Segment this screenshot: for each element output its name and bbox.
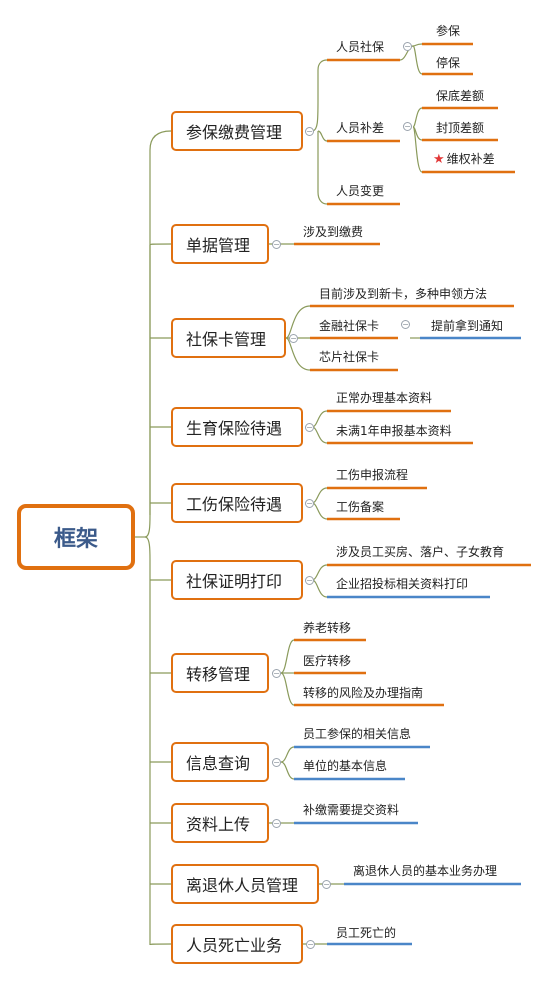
branch-label: 单据管理 (186, 236, 251, 255)
node-label: 未满1年申报基本资料 (336, 424, 452, 438)
branch-node-certificate-print[interactable]: 社保证明打印 (171, 560, 303, 600)
branch-label: 人员死亡业务 (186, 936, 283, 955)
node-label: 离退休人员的基本业务办理 (353, 864, 498, 878)
node-employee-info[interactable]: 员工参保的相关信息 (303, 727, 411, 741)
node-employee-death[interactable]: 员工死亡的 (336, 926, 396, 940)
node-enroll[interactable]: 参保 (436, 24, 460, 38)
node-label: 人员社保 (336, 40, 385, 54)
branch-node-insurance-payment[interactable]: 参保缴费管理 (171, 111, 303, 151)
node-label: 保底差额 (436, 89, 485, 103)
branch-node-transfer[interactable]: 转移管理 (171, 653, 269, 693)
branch-label: 社保证明打印 (186, 572, 283, 591)
minus-circle-icon[interactable]: − (403, 42, 412, 51)
node-housing-education[interactable]: 涉及员工买房、落户、子女教育 (336, 545, 504, 559)
node-chip-card[interactable]: 芯片社保卡 (319, 350, 379, 364)
minus-circle-icon[interactable]: − (403, 122, 412, 131)
node-transfer-guide[interactable]: 转移的风险及办理指南 (303, 686, 423, 700)
branch-node-upload[interactable]: 资料上传 (171, 803, 269, 843)
minus-circle-icon[interactable]: − (305, 499, 314, 508)
minus-circle-icon[interactable]: − (322, 880, 331, 889)
minus-circle-icon[interactable]: − (272, 240, 281, 249)
node-label: 封顶差额 (436, 121, 485, 135)
node-supplement-materials[interactable]: 补缴需要提交资料 (303, 803, 399, 817)
node-new-card[interactable]: 目前涉及到新卡，多种申领方法 (319, 287, 487, 301)
minus-circle-icon[interactable]: − (272, 819, 281, 828)
node-personnel-insurance[interactable]: 人员社保 (336, 40, 384, 54)
branch-label: 社保卡管理 (186, 330, 267, 349)
minus-circle-icon[interactable]: − (305, 127, 314, 136)
branch-label: 参保缴费管理 (186, 123, 283, 142)
node-company-info[interactable]: 单位的基本信息 (303, 759, 387, 773)
branch-label: 生育保险待遇 (186, 419, 283, 438)
branch-node-work-injury[interactable]: 工伤保险待遇 (171, 483, 303, 523)
minus-circle-icon[interactable]: − (305, 576, 314, 585)
node-payment-related[interactable]: 涉及到缴费 (303, 225, 363, 239)
node-label: 停保 (436, 56, 461, 70)
node-cap-difference[interactable]: 封顶差额 (436, 121, 484, 135)
minus-circle-icon[interactable]: − (272, 669, 281, 678)
minus-circle-icon[interactable]: − (306, 940, 315, 949)
branch-node-info-query[interactable]: 信息查询 (171, 742, 269, 782)
node-label: 员工参保的相关信息 (303, 727, 412, 741)
node-label: 单位的基本信息 (303, 759, 388, 773)
node-label: 工伤申报流程 (336, 468, 409, 482)
branch-node-maternity[interactable]: 生育保险待遇 (171, 407, 303, 447)
branch-label: 离退休人员管理 (186, 876, 299, 895)
root-node[interactable]: 框架 (17, 504, 135, 570)
node-label: 涉及到缴费 (303, 225, 364, 239)
node-label: 人员补差 (336, 121, 385, 135)
node-advance-notice[interactable]: 提前拿到通知 (431, 319, 503, 333)
node-bidding-print[interactable]: 企业招投标相关资料打印 (336, 577, 468, 591)
node-label: 工伤备案 (336, 500, 385, 514)
node-financial-card[interactable]: 金融社保卡 (319, 319, 379, 333)
branch-node-death[interactable]: 人员死亡业务 (171, 924, 303, 964)
node-label: 芯片社保卡 (319, 350, 380, 364)
branch-node-retirees[interactable]: 离退休人员管理 (171, 864, 319, 904)
node-injury-filing[interactable]: 工伤备案 (336, 500, 384, 514)
node-personnel-change[interactable]: 人员变更 (336, 184, 384, 198)
node-label: 参保 (436, 24, 461, 38)
node-label: 人员变更 (336, 184, 385, 198)
node-label: 维权补差 (446, 152, 495, 166)
branch-label: 资料上传 (186, 815, 251, 834)
node-medical-transfer[interactable]: 医疗转移 (303, 654, 351, 668)
node-label: 养老转移 (303, 621, 352, 635)
node-label: 员工死亡的 (336, 926, 397, 940)
node-label: 目前涉及到新卡，多种申领方法 (319, 287, 488, 301)
branch-node-documents[interactable]: 单据管理 (171, 224, 269, 264)
node-label: 涉及员工买房、落户、子女教育 (336, 545, 505, 559)
red-star-icon: ★ (433, 152, 445, 167)
branch-node-social-card[interactable]: 社保卡管理 (171, 318, 286, 358)
node-personnel-difference[interactable]: 人员补差 (336, 121, 384, 135)
node-floor-difference[interactable]: 保底差额 (436, 89, 484, 103)
node-injury-process[interactable]: 工伤申报流程 (336, 468, 408, 482)
minus-circle-icon[interactable]: − (289, 334, 298, 343)
node-label: 补缴需要提交资料 (303, 803, 400, 817)
node-under-one-year[interactable]: 未满1年申报基本资料 (336, 424, 452, 438)
branch-label: 信息查询 (186, 754, 251, 773)
branch-label: 工伤保险待遇 (186, 495, 283, 514)
node-label: 医疗转移 (303, 654, 352, 668)
node-label: 企业招投标相关资料打印 (336, 577, 469, 591)
node-retiree-business[interactable]: 离退休人员的基本业务办理 (353, 864, 497, 878)
node-label: 提前拿到通知 (431, 319, 504, 333)
node-label: 金融社保卡 (319, 319, 380, 333)
minus-circle-icon[interactable]: − (272, 758, 281, 767)
node-normal-materials[interactable]: 正常办理基本资料 (336, 391, 432, 405)
node-label: 正常办理基本资料 (336, 391, 433, 405)
node-pension-transfer[interactable]: 养老转移 (303, 621, 351, 635)
minus-circle-icon[interactable]: − (305, 423, 314, 432)
node-label: 转移的风险及办理指南 (303, 686, 424, 700)
node-rights-difference[interactable]: ★维权补差 (433, 152, 495, 167)
minus-circle-icon[interactable]: − (401, 320, 410, 329)
root-label: 框架 (53, 527, 98, 552)
node-suspend[interactable]: 停保 (436, 56, 460, 70)
branch-label: 转移管理 (186, 665, 251, 684)
